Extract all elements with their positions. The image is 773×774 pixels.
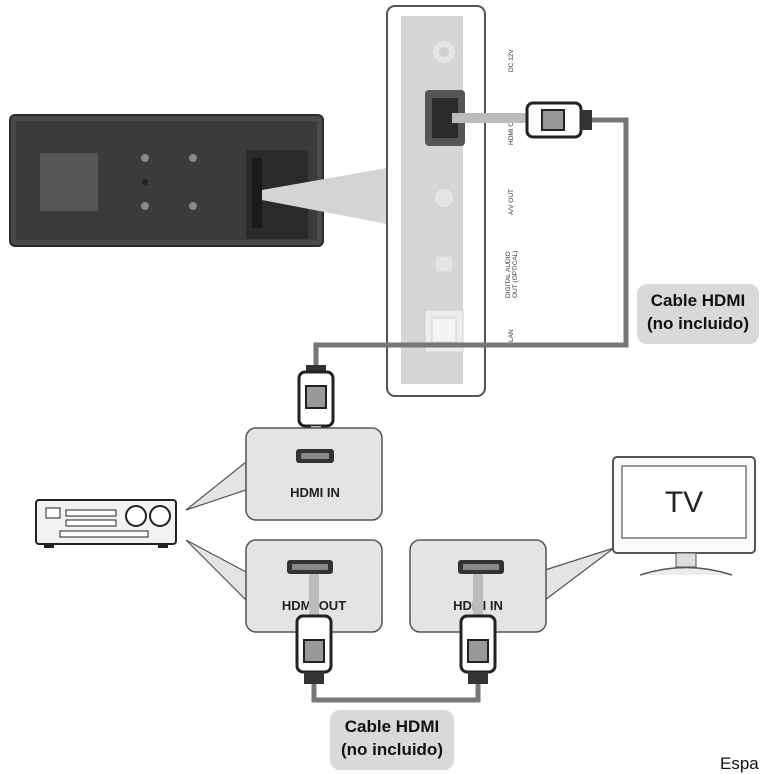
receiver-hdmi-out-zoom [185,539,383,633]
player-ports-zoom [386,5,486,397]
cable-label-bottom-line2: (no incluido) [341,740,443,759]
page-footer-language: Espa [720,754,759,773]
port-label-digital-audio-1: DIGITAL AUDIO [505,251,512,298]
zoom-callout [262,168,387,224]
tv-screen-text: TV [665,486,703,519]
port-label-lan: LAN [508,329,515,342]
tv-set [612,456,756,576]
av-receiver [35,499,177,548]
cable-label-top-line1: Cable HDMI [650,291,746,310]
port-label-dc: DC 12V [508,49,515,72]
cable-label-bottom: Cable HDMI (no incluido) [330,710,454,770]
hdmi-cable-top [313,117,629,372]
hdmi-plug-receiver-out [295,574,333,684]
player-rear-panel [9,114,324,247]
port-label-av-out: A/V OUT [508,189,515,215]
cable-label-bottom-line1: Cable HDMI [344,717,440,736]
cable-label-top: Cable HDMI (no incluido) [637,284,759,344]
hdmi-plug-player [452,101,592,139]
port-label-hdmi-out: HDMI OUT [508,113,515,145]
cable-label-top-line2: (no incluido) [647,314,749,333]
hdmi-plug-tv [459,574,497,684]
receiver-in-label: HDMI IN [290,485,340,500]
port-label-digital-audio-2: OUT (OPTICAL) [512,250,519,298]
hdmi-cable-bottom [311,684,481,703]
tv-hdmi-in-zoom [409,539,615,633]
receiver-hdmi-in-zoom [185,427,383,521]
